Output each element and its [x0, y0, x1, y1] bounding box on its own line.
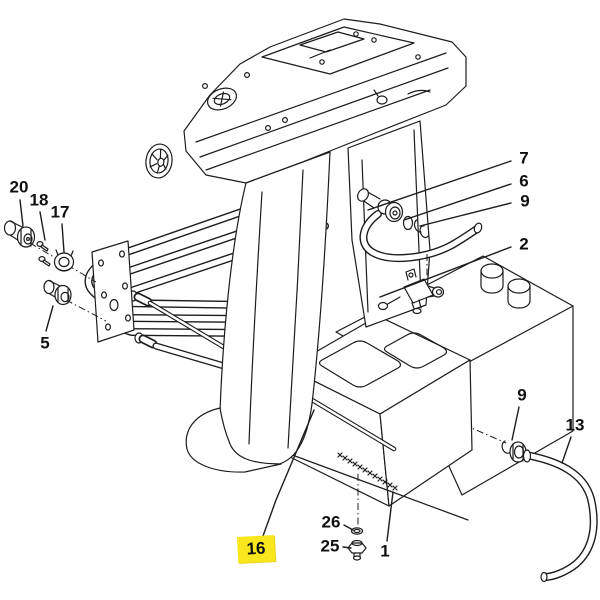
- elbow-assembly: [356, 188, 483, 263]
- callout-1[interactable]: 1: [380, 541, 390, 561]
- leader-lines: [19, 160, 572, 549]
- o-ring-26: [350, 527, 364, 535]
- knob: [376, 95, 388, 105]
- callout-25[interactable]: 25: [320, 536, 340, 556]
- callout-6[interactable]: 6: [519, 171, 529, 191]
- filler-cap: [206, 87, 238, 111]
- mounting-plate: [91, 240, 135, 343]
- machine-body: [183, 18, 467, 473]
- fitting-20: [3, 220, 36, 248]
- callout-17[interactable]: 17: [50, 202, 70, 222]
- callout-16-highlighted[interactable]: 16: [236, 535, 276, 563]
- drain-parts: [347, 527, 367, 561]
- callout-18[interactable]: 18: [29, 190, 49, 210]
- wheel: [145, 143, 173, 179]
- callout-26[interactable]: 26: [321, 512, 341, 532]
- washer-9-lower: [501, 440, 510, 454]
- callout-13[interactable]: 13: [565, 415, 585, 435]
- callout-2[interactable]: 2: [519, 234, 529, 254]
- tank-neck: [480, 263, 531, 309]
- valve-assembly: [377, 254, 445, 315]
- callout-20[interactable]: 20: [9, 177, 29, 197]
- flange-nut-17: [53, 249, 75, 272]
- hatch-strip: [337, 452, 398, 491]
- hose-13: [501, 440, 598, 583]
- callout-5[interactable]: 5: [40, 333, 50, 353]
- nut-25: [347, 539, 367, 561]
- callout-9-upper[interactable]: 9: [520, 191, 530, 211]
- screws-18: [36, 241, 51, 267]
- callout-9-lower[interactable]: 9: [517, 385, 527, 405]
- callout-7[interactable]: 7: [519, 148, 529, 168]
- washers-9: [413, 219, 429, 239]
- fitting-5: [43, 279, 72, 306]
